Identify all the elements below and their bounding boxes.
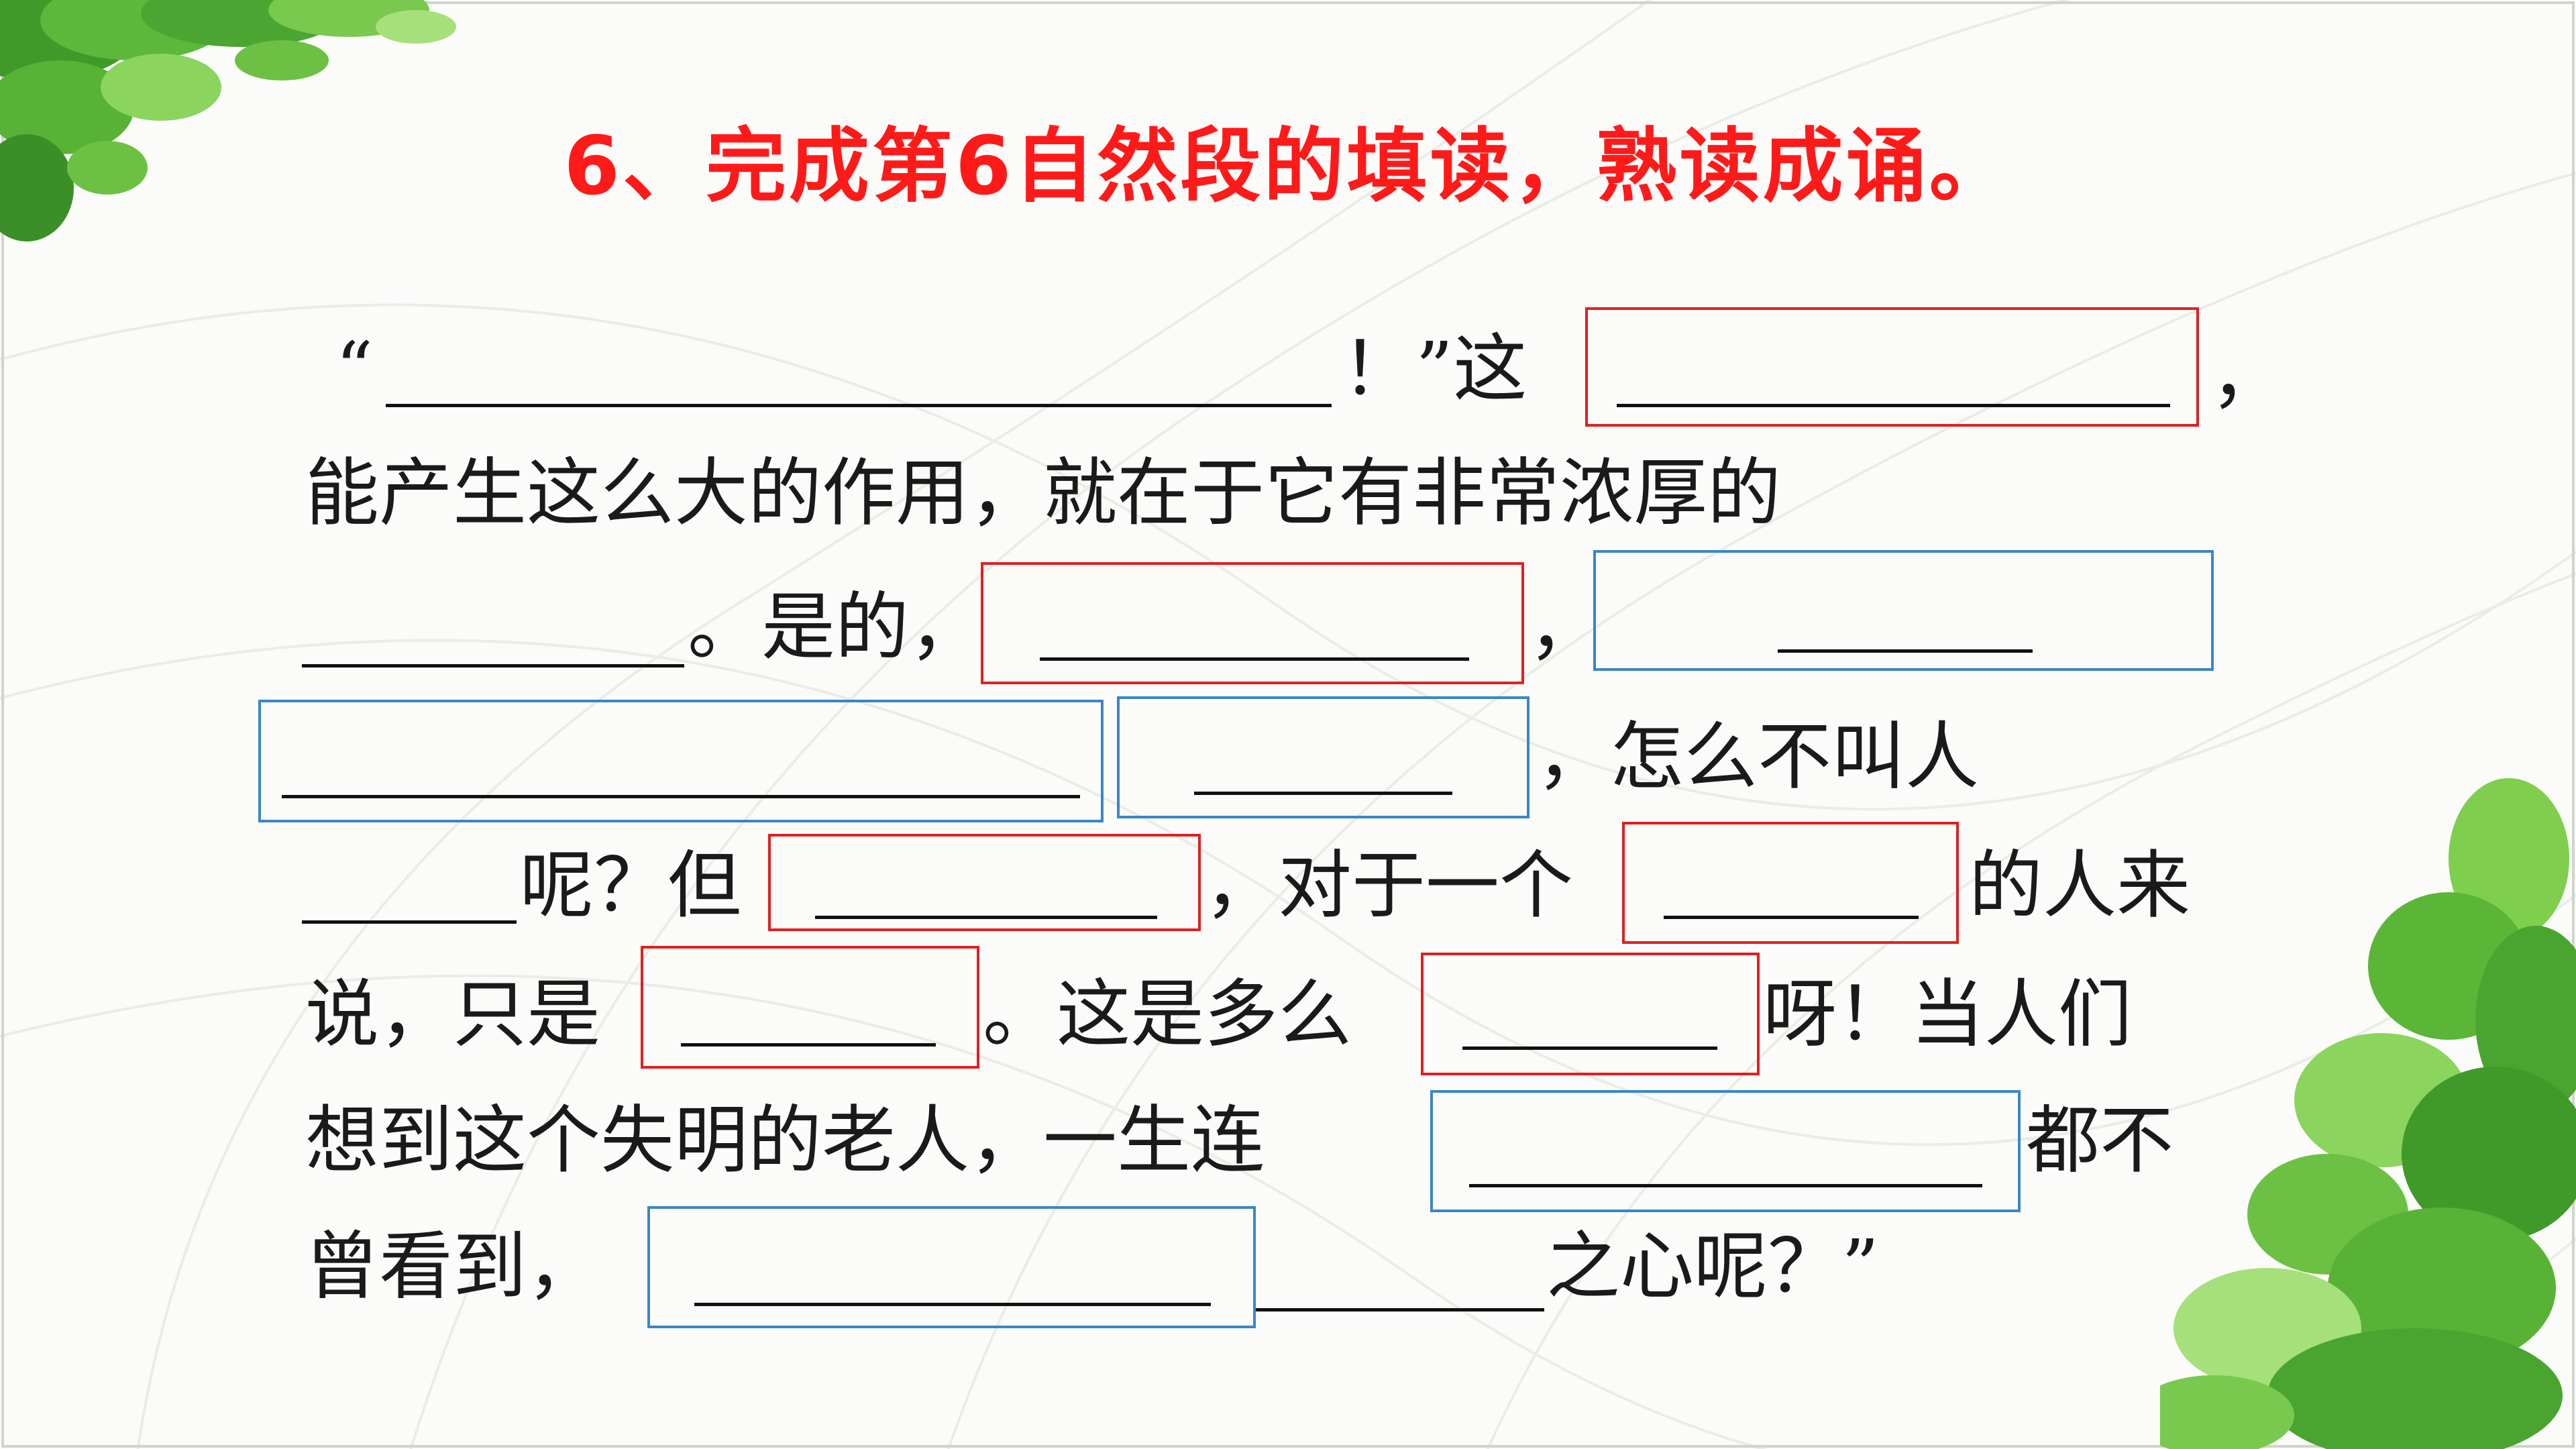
answer-box-red[interactable]: [1421, 953, 1760, 1075]
passage-text: 。这是多么: [983, 971, 1352, 1057]
answer-box-red[interactable]: [981, 562, 1524, 684]
passage-text: “: [335, 326, 374, 412]
passage-text: ，: [1528, 584, 1602, 670]
fill-blank[interactable]: [1256, 1308, 1544, 1311]
answer-box-red[interactable]: [1585, 307, 2199, 427]
passage-text: 呢？但: [520, 843, 741, 928]
answer-box-blue[interactable]: [647, 1206, 1256, 1328]
passage-text: 说，只是: [305, 971, 600, 1057]
fill-blank[interactable]: [282, 795, 1080, 798]
answer-box-blue[interactable]: [258, 700, 1104, 822]
passage-text: 都不: [2026, 1097, 2174, 1183]
answer-box-blue[interactable]: [1430, 1090, 2021, 1212]
fill-blank[interactable]: [815, 916, 1157, 919]
page-title: 6、完成第6自然段的填读，熟读成诵。: [564, 120, 2012, 213]
passage-text: 想到这个失明的老人，一生连: [305, 1097, 1265, 1183]
fill-blank[interactable]: [1778, 649, 2033, 653]
fill-blank[interactable]: [1469, 1184, 1982, 1187]
answer-box-blue[interactable]: [1593, 550, 2214, 671]
fill-blank[interactable]: [302, 664, 684, 667]
passage-text: 呀！当人们: [1763, 971, 2132, 1057]
fill-blank[interactable]: [681, 1043, 936, 1046]
fill-blank[interactable]: [302, 920, 517, 924]
passage-text: ，怎么不叫人: [1536, 714, 1979, 800]
passage-text: ，对于一个: [1204, 843, 1573, 928]
fill-blank[interactable]: [1462, 1046, 1717, 1050]
leaves-decoration-bottom-right: [2160, 778, 2576, 1449]
passage-text: 之心呢？”: [1546, 1224, 1880, 1309]
passage-text: 曾看到，: [305, 1224, 600, 1309]
passage-text: ！”这: [1342, 326, 1527, 412]
passage-text: 的人来: [1969, 843, 2190, 928]
answer-box-red[interactable]: [641, 946, 979, 1069]
fill-blank[interactable]: [1040, 657, 1469, 661]
answer-box-blue[interactable]: [1117, 696, 1529, 818]
answer-box-red[interactable]: [768, 834, 1201, 931]
passage-text: 能产生这么大的作用，就在于它有非常浓厚的: [305, 450, 1781, 536]
fill-blank[interactable]: [694, 1303, 1211, 1306]
answer-box-red[interactable]: [1622, 822, 1959, 944]
fill-blank[interactable]: [386, 404, 1332, 407]
fill-blank[interactable]: [1664, 916, 1919, 919]
fill-blank[interactable]: [1194, 792, 1452, 795]
passage-text: 。是的，: [688, 584, 983, 670]
leaves-decoration-top-left: [0, 0, 456, 241]
passage-text: ，: [2210, 333, 2284, 419]
fill-blank[interactable]: [1617, 404, 2170, 407]
